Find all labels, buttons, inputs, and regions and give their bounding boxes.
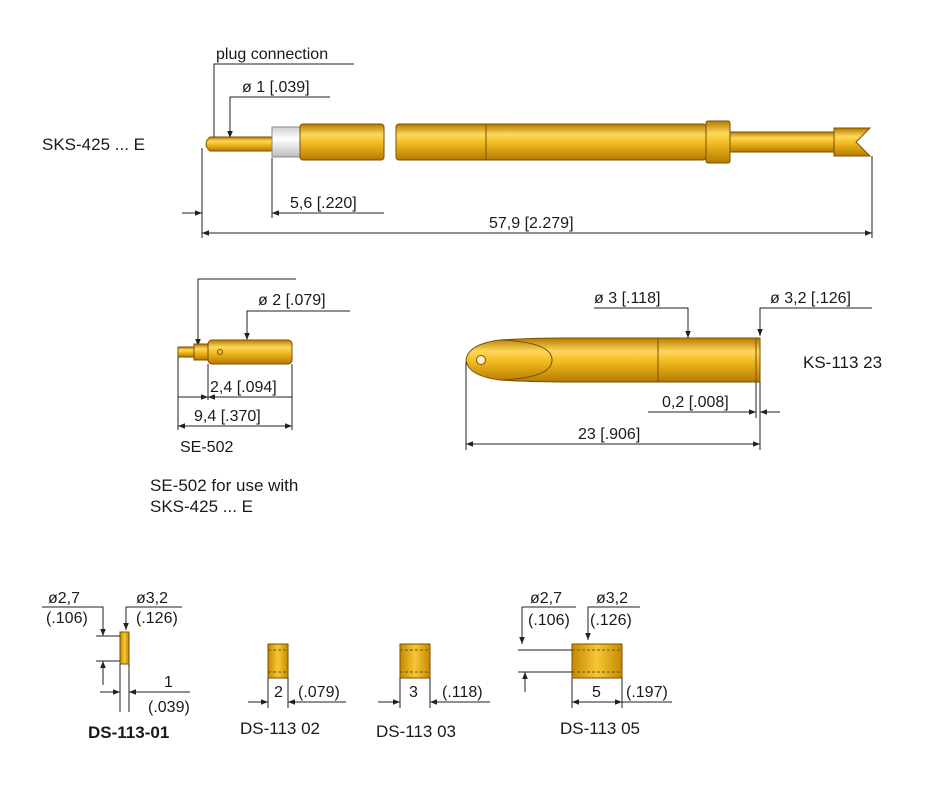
ds05-sleeve [571, 643, 623, 679]
ds01-len-inch: (.039) [148, 699, 190, 716]
ks-part-label: KS-113 23 [803, 353, 882, 372]
se-dia-leader [244, 310, 350, 340]
sks-crown-head [833, 127, 872, 157]
sks-insulation-sleeve [271, 126, 301, 158]
se-len1-label: 2,4 [.094] [210, 379, 277, 396]
plug-connection-leader [213, 63, 354, 138]
se-note-line2: SKS-425 ... E [150, 497, 253, 516]
ds05-len-inch: (.197) [626, 684, 668, 701]
ks-dia2-leader [757, 307, 872, 336]
ds05-dia2-label: ø3,2 [596, 590, 628, 607]
sks-len1-label: 5,6 [.220] [290, 195, 357, 212]
ds01-disk [119, 631, 130, 665]
ks-head-bevel [499, 339, 553, 381]
ds01-dia1-inch: (.106) [46, 610, 88, 627]
ds01-dia2-label: ø3,2 [136, 590, 168, 607]
ds02-len-label: 2 [274, 684, 283, 701]
se-502-part: ø 2 [.079] 2,4 [.094] 9,4 [.370] SE-502 … [150, 278, 350, 516]
sks-total-label: 57,9 [2.279] [489, 215, 574, 232]
ds05-dia2-leader [585, 606, 640, 640]
se-hole [217, 349, 223, 355]
ds03-sleeve [399, 643, 431, 679]
ks-dia2-label: ø 3,2 [.126] [770, 290, 851, 307]
ds05-part-label: DS-113 05 [560, 719, 640, 738]
ds05-dia2-inch: (.126) [590, 612, 632, 629]
sks-dia-label: ø 1 [.039] [242, 79, 310, 96]
ds02-part-label: DS-113 02 [240, 719, 320, 738]
sks-plunger [729, 131, 835, 153]
se-body [207, 339, 293, 365]
ds05-dia1-inch: (.106) [528, 612, 570, 629]
sks-barrel-front [299, 123, 385, 161]
se-pin-leader [195, 278, 242, 346]
sks-dia-leader [227, 96, 330, 138]
se-pin [177, 346, 195, 358]
ds01-dia2-inch: (.126) [136, 610, 178, 627]
ds01-len-label: 1 [164, 674, 173, 691]
sks-part-label: SKS-425 ... E [42, 135, 145, 154]
ds01-dia1-leader [42, 606, 106, 636]
ds03-part-label: DS-113 03 [376, 722, 456, 741]
ds-113-02-part: 2 (.079) DS-113 02 [240, 643, 346, 738]
ks-len2-label: 23 [.906] [578, 426, 640, 443]
ds-113-03-part: 3 (.118) DS-113 03 [376, 643, 490, 741]
ks-body [465, 337, 761, 383]
ks-dia1-label: ø 3 [.118] [594, 290, 660, 307]
se-part-label: SE-502 [180, 439, 233, 456]
sks-collar [705, 120, 731, 164]
ds02-len-inch: (.079) [298, 684, 340, 701]
ds01-dia2-leader [123, 606, 182, 630]
ds-113-01-part: ø2,7 (.106) ø3,2 (.126) 1 (.039) DS-113-… [42, 590, 190, 742]
ds02-sleeve [267, 643, 289, 679]
ks-len1-label: 0,2 [.008] [662, 394, 729, 411]
sks-425-probe: SKS-425 ... E plug connection ø 1 [.039]… [42, 46, 873, 238]
se-pin-step [193, 343, 209, 361]
ds05-dia1-label: ø2,7 [530, 590, 562, 607]
ks-dia1-leader [594, 307, 691, 338]
sks-barrel-main [395, 123, 707, 161]
ds01-dia1-label: ø2,7 [48, 590, 80, 607]
ds05-len-label: 5 [592, 684, 601, 701]
se-note-line1: SE-502 for use with [150, 476, 298, 495]
ds03-len-label: 3 [409, 684, 418, 701]
se-dia-label: ø 2 [.079] [258, 292, 326, 309]
ks-hole [476, 355, 486, 365]
ds01-part-label: DS-113-01 [88, 723, 169, 742]
plug-connection-label: plug connection [216, 46, 328, 63]
ds-113-05-part: ø2,7 (.106) ø3,2 (.126) 5 (.197) DS-113 … [518, 590, 672, 738]
ks-113-23-part: ø 3 [.118] ø 3,2 [.126] KS-113 23 0,2 [.… [465, 290, 882, 450]
ds03-len-inch: (.118) [442, 684, 483, 701]
se-len2-label: 9,4 [.370] [194, 408, 261, 425]
sks-plug-tip [205, 136, 273, 152]
